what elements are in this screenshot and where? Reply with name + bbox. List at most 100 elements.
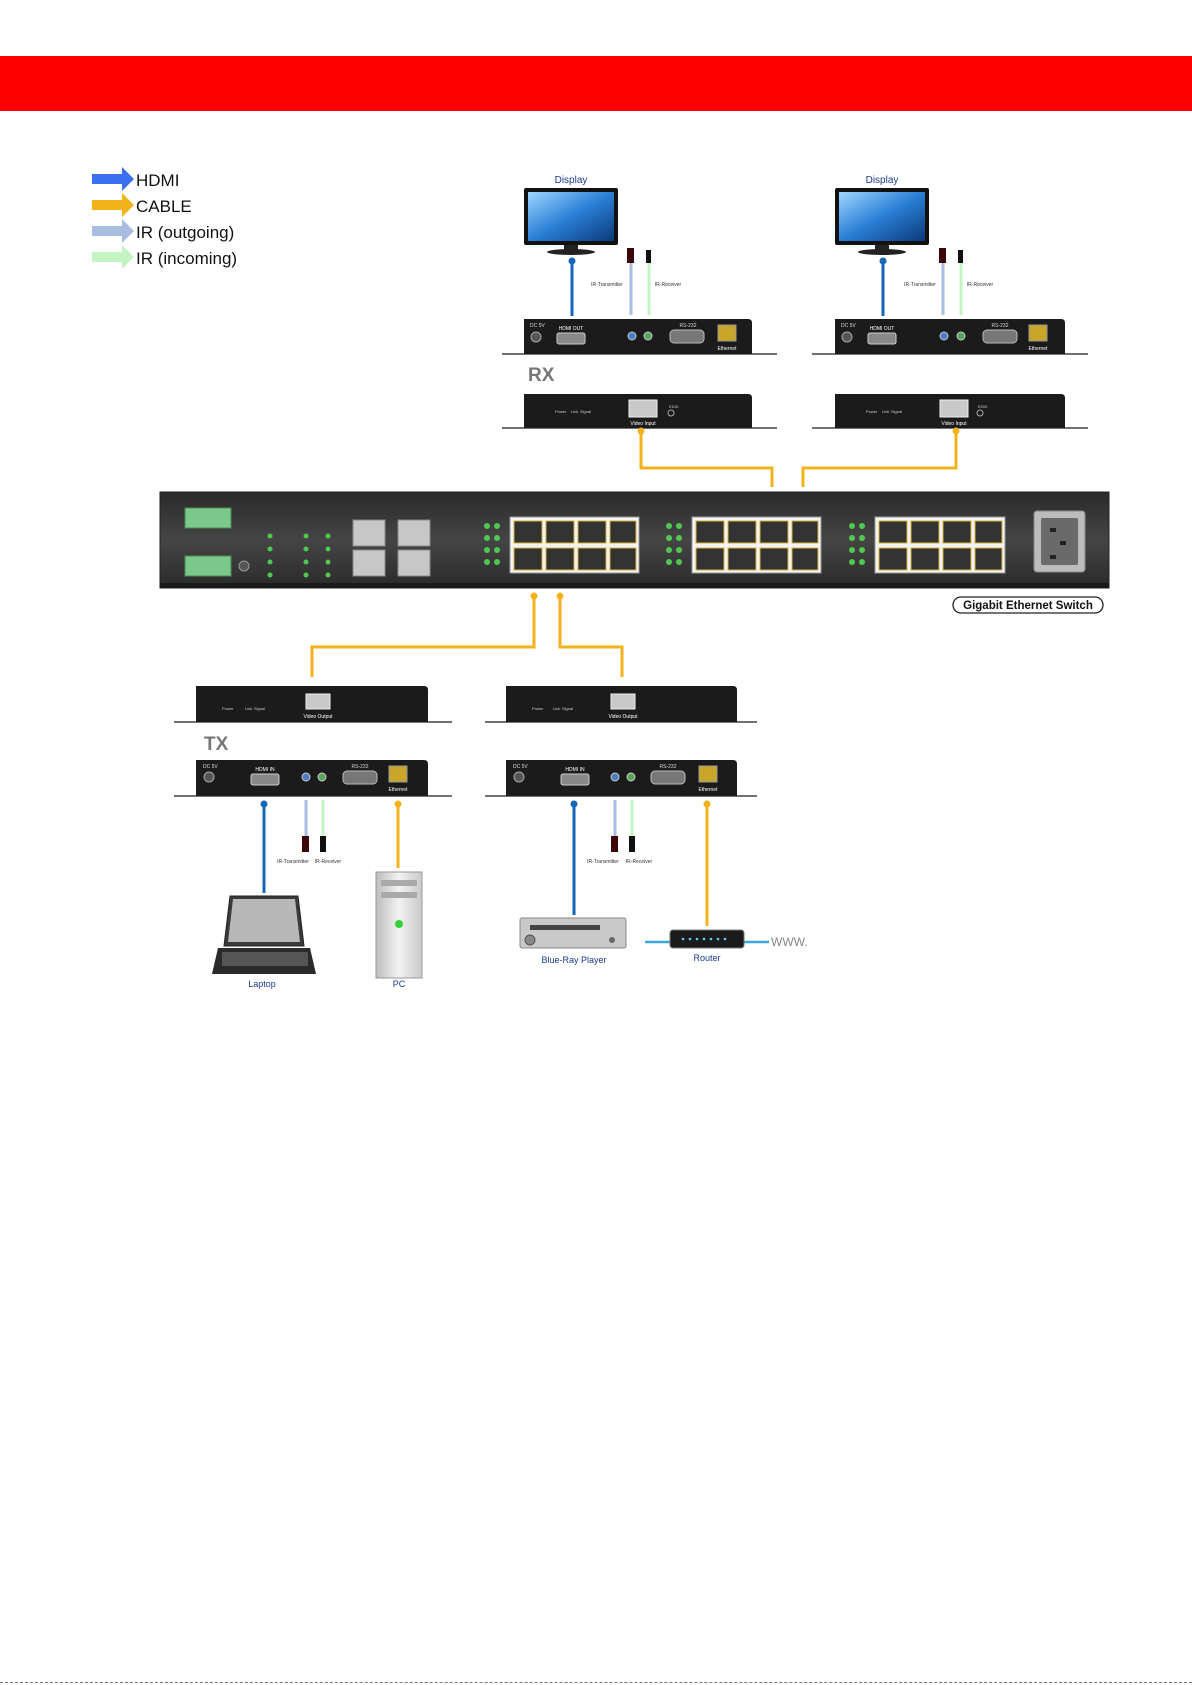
switch-label: Gigabit Ethernet Switch: [963, 600, 1093, 612]
ir-transmitter-label: IR-Transmitter: [277, 859, 309, 865]
dc-label: DC 5V: [203, 764, 218, 770]
tx-unit-right-front-panel: Power Link Signal Video Output: [485, 686, 757, 723]
edid-label: EDID: [669, 404, 679, 409]
laptop-icon: Laptop: [212, 895, 316, 989]
rs232-port-icon: [982, 329, 1018, 344]
signal-label: Signal: [580, 409, 591, 414]
legend-item-hdmi: HDMI: [92, 167, 179, 191]
rx-switch-cables: [639, 430, 958, 487]
rx-left-connections: IR-Transmitter IR-Receiver: [568, 248, 682, 316]
rj45-port-bank-2: [691, 516, 822, 574]
ethernet-port-icon: [1028, 324, 1048, 342]
ir-transmitter-label: IR-Transmitter: [591, 282, 623, 288]
rx-unit-left-back-panel: DC 5V HDMI OUT RS-232 Ethernet: [502, 319, 777, 355]
sfp-port-icon: [352, 519, 431, 577]
rx-unit-right-back-panel: DC 5V HDMI OUT RS-232 Ethernet: [812, 319, 1088, 355]
ir-receiver-icon: [646, 250, 651, 263]
power-label: Power: [222, 706, 234, 711]
legend-item-ir-outgoing: IR (outgoing): [92, 219, 234, 243]
hdmi-port-icon: [560, 773, 590, 786]
legend-label: IR (incoming): [136, 249, 237, 268]
laptop-label: Laptop: [248, 979, 276, 989]
legend-label: HDMI: [136, 171, 179, 190]
ir-transmitter-icon: [611, 836, 618, 852]
www-label: WWW.: [771, 935, 808, 949]
video-input-label: Video Input: [941, 421, 967, 427]
tx-left-connections: IR-Transmitter IR-Receiver: [260, 800, 402, 893]
signal-label: Signal: [254, 706, 265, 711]
ethernet-port-icon: [388, 765, 408, 783]
display-left: Display: [524, 175, 618, 255]
hdmi-in-label: HDMI IN: [565, 767, 585, 773]
dc-label: DC 5V: [530, 323, 545, 329]
rs232-port-icon: [650, 770, 686, 785]
rj45-port-bank-1: [509, 516, 640, 574]
ir-transmitter-icon: [302, 836, 309, 852]
tx-label: TX: [204, 734, 229, 755]
rx-unit-left-front-panel: Power Link Signal Video Input EDID: [502, 394, 777, 429]
hdmi-out-label: HDMI OUT: [559, 326, 584, 332]
ir-transmitter-label: IR-Transmitter: [904, 282, 936, 288]
ir-receiver-label: IR-Receiver: [626, 859, 653, 865]
ir-receiver-label: IR-Receiver: [655, 282, 682, 288]
video-input-label: Video Input: [630, 421, 656, 427]
ethernet-label: Ethernet: [699, 787, 719, 793]
power-label: Power: [866, 409, 878, 414]
rx-unit-right-front-panel: Power Link Signal Video Input EDID: [812, 394, 1088, 429]
terminal-block-icon: [184, 507, 232, 577]
video-output-port-icon: [305, 693, 331, 710]
power-label: Power: [532, 706, 544, 711]
pc-tower-icon: PC: [375, 871, 423, 989]
bluray-player-icon: Blue-Ray Player: [519, 917, 627, 965]
gigabit-ethernet-switch: [159, 491, 1110, 589]
hdmi-in-label: HDMI IN: [255, 767, 275, 773]
rs232-port-icon: [342, 770, 378, 785]
dc-label: DC 5V: [841, 323, 856, 329]
ir-receiver-icon: [629, 836, 635, 852]
ethernet-port-icon: [698, 765, 718, 783]
link-label: Link: [571, 409, 578, 414]
rs232-label: RS-232: [992, 323, 1009, 329]
display-label: Display: [555, 175, 588, 186]
rx-right-connections: IR-Transmitter IR-Receiver: [879, 248, 994, 316]
banner-top-line: [370, 55, 822, 56]
dc-label: DC 5V: [513, 764, 528, 770]
rs232-label: RS-232: [352, 764, 369, 770]
bluray-label: Blue-Ray Player: [541, 955, 606, 965]
ir-receiver-label: IR-Receiver: [967, 282, 994, 288]
rx-label: RX: [528, 365, 555, 386]
tx-unit-left-back-panel: DC 5V HDMI IN RS-232 Ethernet: [174, 760, 452, 797]
signal-label: Signal: [891, 409, 902, 414]
hdmi-out-label: HDMI OUT: [870, 326, 895, 332]
rs232-label: RS-232: [660, 764, 677, 770]
pc-label: PC: [393, 979, 406, 989]
ir-receiver-icon: [320, 836, 326, 852]
legend-item-cable: CABLE: [92, 193, 192, 217]
power-label: Power: [555, 409, 567, 414]
tx-unit-right-back-panel: DC 5V HDMI IN RS-232 Ethernet: [485, 760, 757, 797]
hdmi-port-icon: [867, 332, 897, 345]
link-label: Link: [882, 409, 889, 414]
video-input-port-icon: [628, 399, 658, 418]
video-input-port-icon: [939, 399, 969, 418]
ir-transmitter-icon: [939, 248, 946, 263]
rj45-port-bank-3: [874, 516, 1006, 574]
hdmi-port-icon: [556, 332, 586, 345]
legend-label: CABLE: [136, 197, 192, 216]
page-bottom-rule: [0, 1682, 1192, 1683]
display-label: Display: [866, 175, 899, 186]
ethernet-label: Ethernet: [718, 346, 738, 352]
router-label: Router: [693, 953, 720, 963]
legend-item-ir-incoming: IR (incoming): [92, 245, 237, 269]
ethernet-label: Ethernet: [1029, 346, 1049, 352]
tx-right-connections: IR-Transmitter IR-Receiver: [570, 800, 711, 926]
edid-label: EDID: [978, 404, 988, 409]
switch-tx-cables: [310, 597, 624, 677]
display-right: Display: [835, 175, 929, 255]
ethernet-port-icon: [717, 324, 737, 342]
legend: HDMI CABLE IR (outgoing) IR (incoming): [92, 167, 237, 269]
rs232-port-icon: [669, 329, 705, 344]
legend-label: IR (outgoing): [136, 223, 234, 242]
link-label: Link: [553, 706, 560, 711]
